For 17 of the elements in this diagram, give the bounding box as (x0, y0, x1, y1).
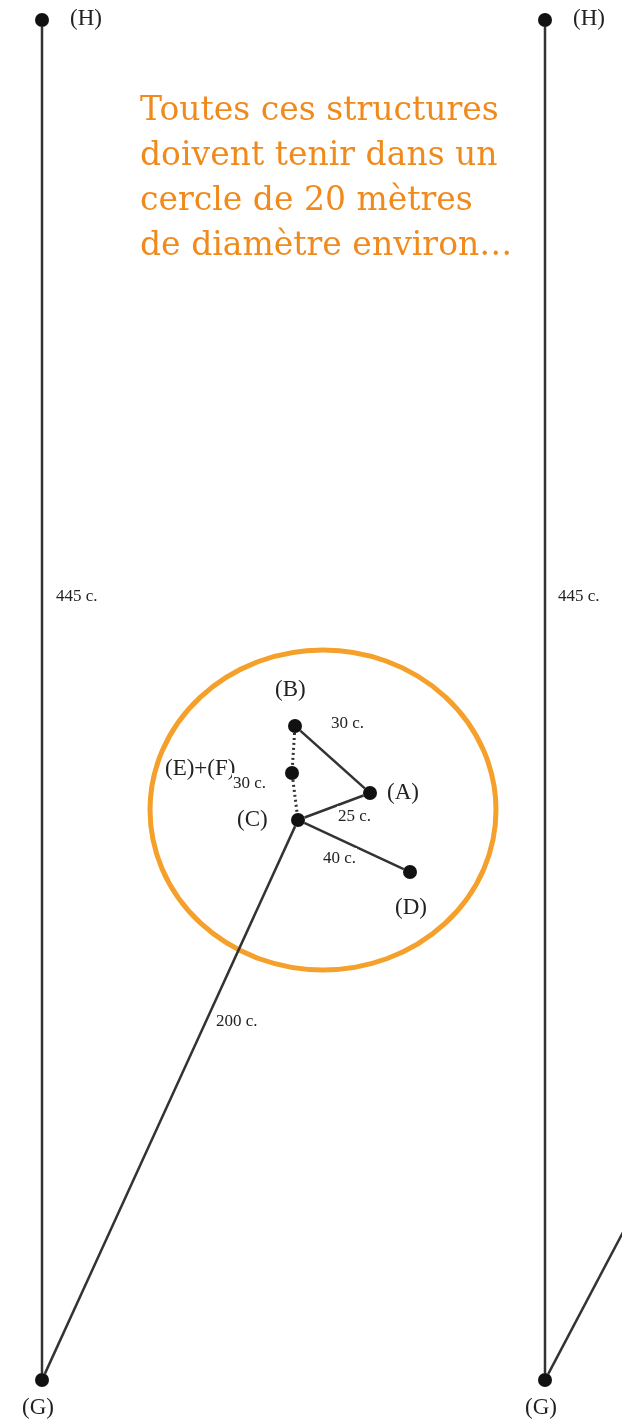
line (40, 27, 44, 1373)
point-label: (A) (387, 779, 419, 805)
point-label: (H) (573, 5, 605, 31)
note-text: Toutes ces structures doivent tenir dans un cercle de 20 mètres de diamètre environ… (140, 88, 514, 265)
point-label: (G) (525, 1394, 557, 1420)
point-label: (C) (237, 806, 268, 832)
line (43, 825, 297, 1375)
line (303, 821, 405, 871)
point-label: (D) (395, 894, 427, 920)
line (304, 794, 364, 819)
line (543, 27, 547, 1373)
dotted-line (291, 779, 299, 814)
line (299, 729, 366, 790)
point-label: (G) (22, 1394, 54, 1420)
dotted-line (290, 732, 297, 767)
point-label: (B) (275, 676, 306, 702)
point-label: (H) (70, 5, 102, 31)
